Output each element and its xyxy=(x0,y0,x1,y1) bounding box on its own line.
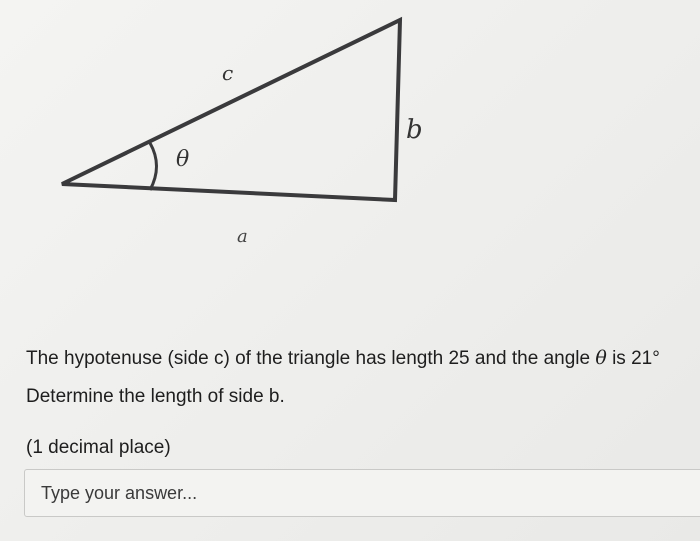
question-line-1-suffix: is 21° xyxy=(606,348,660,369)
label-a: a xyxy=(237,226,248,247)
question-line-1: The hypotenuse (side c) of the triangle … xyxy=(26,347,660,370)
question-line-2: Determine the length of side b. xyxy=(26,386,285,407)
answer-input[interactable] xyxy=(24,469,700,517)
theta-symbol: θ xyxy=(595,347,607,369)
label-theta: θ xyxy=(176,147,189,172)
angle-arc xyxy=(148,142,158,191)
question-line-3: (1 decimal place) xyxy=(26,437,171,458)
question-line-1-prefix: The hypotenuse (side c) of the triangle … xyxy=(26,348,596,369)
right-triangle xyxy=(61,16,403,203)
label-b: b xyxy=(406,115,423,145)
triangle-diagram: θ c b a xyxy=(61,16,423,247)
label-c: c xyxy=(222,61,233,85)
